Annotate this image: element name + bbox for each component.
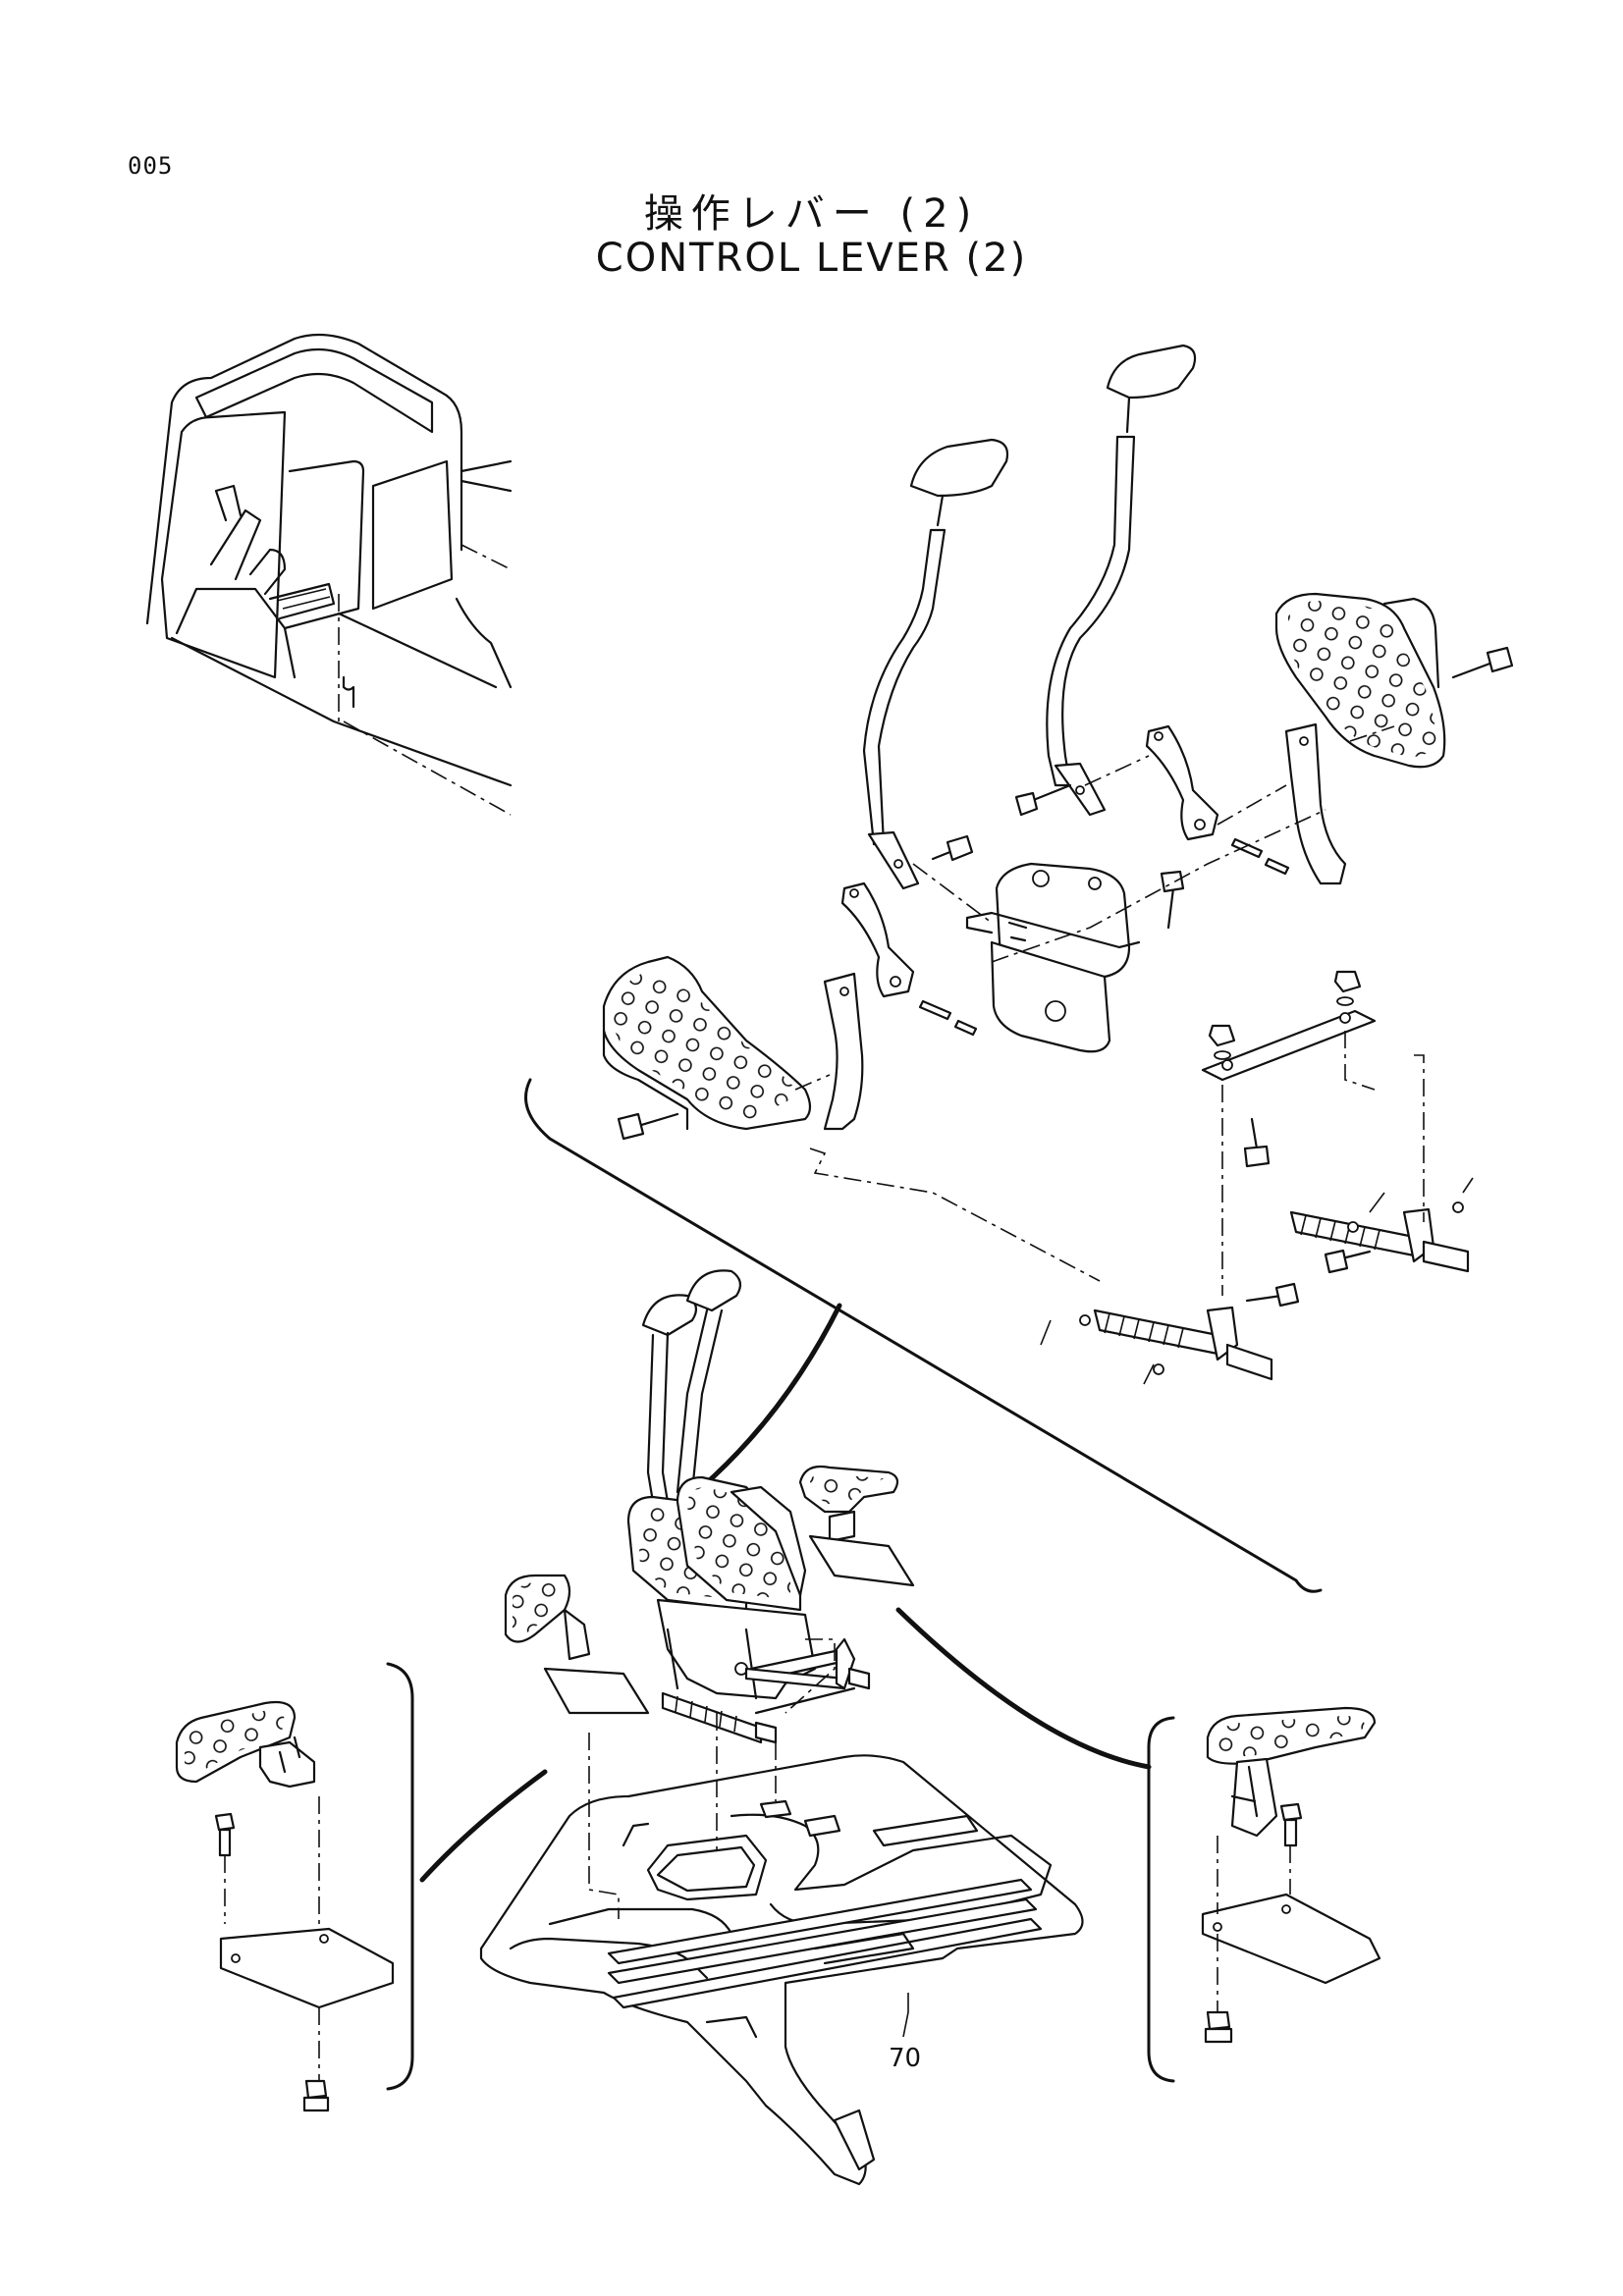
valve-mount-bolt bbox=[1160, 870, 1185, 930]
spring-shaft-left bbox=[1040, 1282, 1300, 1385]
pedal-bolt-right bbox=[1451, 646, 1514, 679]
pin-right-2 bbox=[1264, 857, 1290, 876]
right-control-lever bbox=[1046, 344, 1197, 817]
connector-curve-left bbox=[419, 1769, 548, 1883]
connector-curve-right bbox=[895, 1607, 1152, 1770]
left-control-lever bbox=[862, 438, 1009, 890]
upper-exploded-view bbox=[524, 344, 1514, 1593]
strip-bolt bbox=[1243, 1117, 1271, 1168]
hex-nut-right bbox=[1333, 970, 1362, 993]
title-japanese: 操作レバー (2) bbox=[643, 191, 980, 237]
left-detail-group bbox=[175, 1662, 414, 2112]
mounting-plate-strip bbox=[1201, 1009, 1377, 1082]
pedal-arm-bracket-left bbox=[840, 881, 915, 998]
pin-left-2 bbox=[953, 1019, 978, 1037]
washer-right bbox=[1336, 996, 1354, 1006]
pilot-valve-body bbox=[965, 862, 1141, 1053]
title-english: CONTROL LEVER (2) bbox=[595, 236, 1028, 281]
pin-left-1 bbox=[918, 999, 952, 1021]
page-number: 005 bbox=[128, 152, 174, 180]
floor-plate bbox=[479, 1713, 1084, 2186]
lower-pedal-assembly bbox=[504, 1269, 915, 1744]
travel-pedal-right bbox=[1274, 592, 1446, 769]
pedal-mount-plate-right bbox=[1284, 722, 1347, 885]
connector-curve-top bbox=[699, 1303, 842, 1490]
pedal-arm-bracket-right bbox=[1145, 724, 1219, 841]
lever-mount-bolt-left bbox=[931, 834, 974, 862]
washer-left bbox=[1214, 1050, 1231, 1060]
cab-overview-illustration bbox=[145, 333, 513, 816]
callout-label-70: 70 bbox=[889, 2044, 921, 2073]
pin-right-1 bbox=[1230, 837, 1264, 859]
spring-shaft-right bbox=[1289, 1177, 1474, 1274]
lever-mount-bolt-right bbox=[1014, 783, 1072, 817]
pedal-mount-plate-left bbox=[823, 972, 864, 1131]
hex-nut-left bbox=[1208, 1024, 1236, 1047]
travel-pedal-left bbox=[602, 955, 812, 1131]
right-detail-group bbox=[1147, 1706, 1381, 2083]
callout-70: 70 bbox=[889, 1993, 921, 2073]
pedal-bolt-left bbox=[617, 1112, 679, 1141]
